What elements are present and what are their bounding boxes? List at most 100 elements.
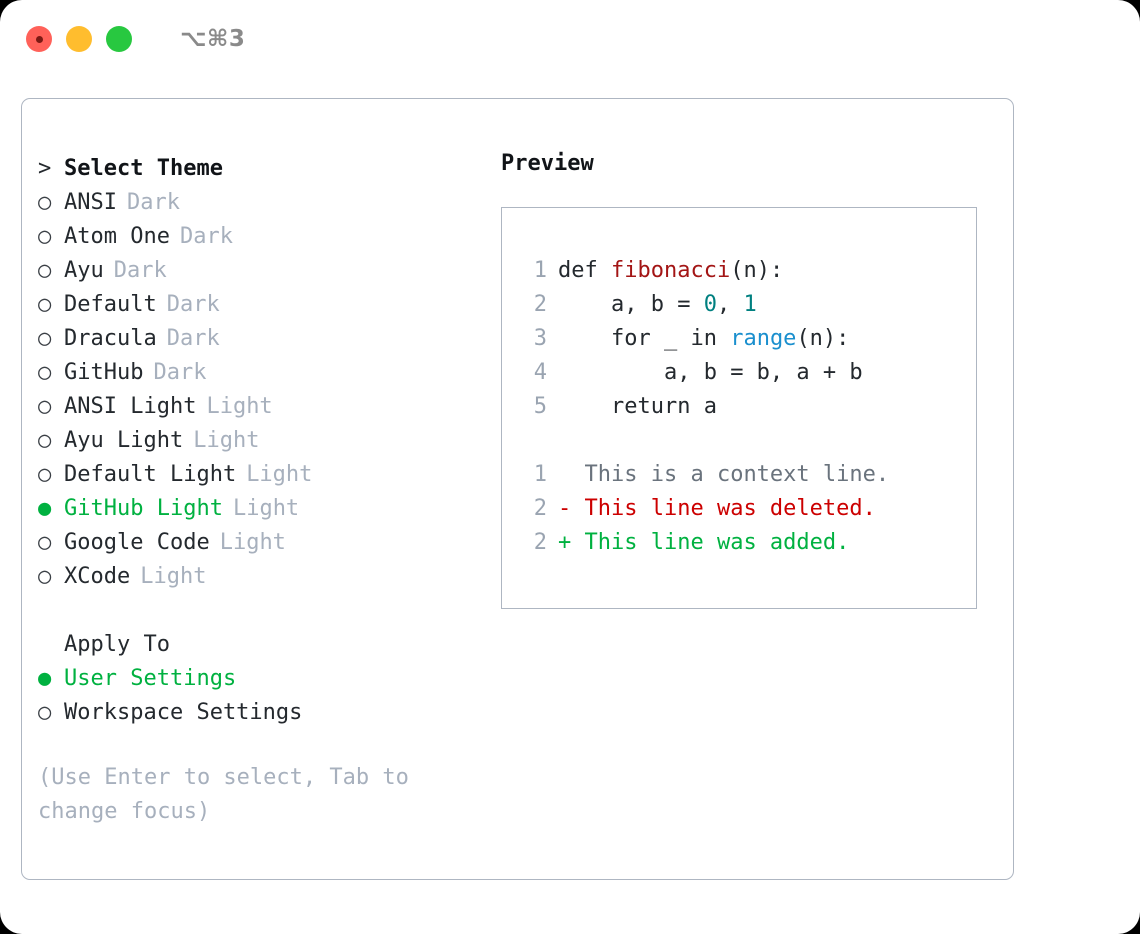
close-button-icon[interactable] <box>26 26 52 52</box>
radio-unselected-icon[interactable]: ○ <box>38 563 52 589</box>
code-token: def <box>558 257 611 283</box>
zoom-button-icon[interactable] <box>106 26 132 52</box>
theme-list-item[interactable]: ○ GitHub Dark <box>38 355 468 389</box>
apply-to-option[interactable]: ● User Settings <box>38 661 468 695</box>
radio-unselected-icon[interactable]: ○ <box>38 223 52 249</box>
theme-list-item[interactable]: ○ Google Code Light <box>38 525 468 559</box>
code-token: (n): <box>730 257 784 283</box>
theme-name-label: Default Light <box>64 461 237 487</box>
radio-unselected-icon[interactable]: ○ <box>38 427 52 453</box>
theme-name-label: GitHub Light <box>64 495 223 521</box>
apply-to-option-label: Workspace Settings <box>64 699 303 725</box>
theme-list-item[interactable]: ○ Atom One Dark <box>38 219 468 253</box>
diff-text: This is a context line. <box>584 461 890 487</box>
code-line: 5 return a <box>502 389 976 423</box>
select-theme-heading: > Select Theme <box>38 151 468 185</box>
radio-unselected-icon[interactable]: ○ <box>38 461 52 487</box>
radio-unselected-icon[interactable]: ○ <box>38 393 52 419</box>
theme-variant-badge: Light <box>206 393 273 419</box>
theme-list-item[interactable]: ○ XCode Light <box>38 559 468 593</box>
theme-variant-badge: Light <box>232 495 300 521</box>
minimize-button-icon[interactable] <box>66 26 92 52</box>
theme-name-label: Ayu <box>64 257 104 283</box>
theme-variant-badge: Light <box>219 529 286 555</box>
code-line: 2 a, b = 0, 1 <box>502 287 976 321</box>
line-number: 2 <box>533 529 547 555</box>
diff-sign: - <box>558 495 585 521</box>
theme-name-label: Google Code <box>64 529 210 555</box>
code-token: for _ in <box>610 325 731 351</box>
radio-unselected-icon[interactable]: ○ <box>38 189 52 215</box>
code-token: 0 <box>703 291 717 317</box>
diff-sample: 1 This is a context line. 2- This line wa… <box>502 457 976 559</box>
code-token: return a <box>610 393 717 419</box>
theme-variant-badge: Light <box>193 427 260 453</box>
radio-unselected-icon[interactable]: ○ <box>38 291 52 317</box>
code-token: 1 <box>743 291 757 317</box>
keyboard-shortcut-label: ⌥⌘3 <box>180 26 246 52</box>
line-number: 1 <box>533 257 547 283</box>
theme-name-label: Atom One <box>64 223 170 249</box>
title-bar: ⌥⌘3 <box>0 0 1140 78</box>
theme-list-item[interactable]: ○ ANSI Light Light <box>38 389 468 423</box>
theme-list-item[interactable]: ○ Default Dark <box>38 287 468 321</box>
theme-name-label: Dracula <box>64 325 157 351</box>
code-indent <box>558 326 611 351</box>
radio-selected-icon[interactable]: ● <box>38 495 52 521</box>
theme-variant-badge: Dark <box>166 291 220 317</box>
code-diff-spacer <box>502 423 976 457</box>
diff-sign: + <box>558 529 585 555</box>
diff-line: 1 This is a context line. <box>502 457 976 491</box>
radio-selected-icon[interactable]: ● <box>38 665 52 691</box>
radio-unselected-icon[interactable]: ○ <box>38 529 52 555</box>
preview-title: Preview <box>501 151 594 176</box>
radio-unselected-icon[interactable]: ○ <box>38 699 52 725</box>
radio-unselected-icon[interactable]: ○ <box>38 257 52 283</box>
line-number: 1 <box>533 461 547 487</box>
code-indent <box>558 292 611 317</box>
diff-sign <box>558 462 585 487</box>
theme-variant-badge: Dark <box>153 359 207 385</box>
code-token: range <box>730 325 797 351</box>
traffic-lights <box>26 26 132 52</box>
code-token: , <box>716 291 744 317</box>
apply-to-heading: Apply To <box>38 627 468 661</box>
code-line: 4 a, b = b, a + b <box>502 355 976 389</box>
apply-to-option-label: User Settings <box>64 665 237 691</box>
theme-name-label: XCode <box>64 563 131 589</box>
code-line: 3 for _ in range(n): <box>502 321 976 355</box>
theme-variant-badge: Light <box>140 563 207 589</box>
apply-to-label: Apply To <box>64 631 170 657</box>
theme-name-label: GitHub <box>64 359 144 385</box>
theme-variant-badge: Dark <box>179 223 233 249</box>
diff-text: This line was added. <box>584 529 850 555</box>
section-spacer <box>38 593 468 627</box>
line-number: 3 <box>533 325 547 351</box>
theme-list-item[interactable]: ○ ANSI Dark <box>38 185 468 219</box>
theme-name-label: ANSI Light <box>64 393 197 419</box>
diff-line: 2 + This line was added. <box>502 525 976 559</box>
line-number: 2 <box>533 291 547 317</box>
theme-variant-badge: Dark <box>126 189 180 215</box>
apply-to-option[interactable]: ○ Workspace Settings <box>38 695 468 729</box>
theme-list-item[interactable]: ● GitHub Light Light <box>38 491 468 525</box>
radio-unselected-icon[interactable]: ○ <box>38 325 52 351</box>
code-token: a, b = <box>610 291 704 317</box>
code-indent <box>558 360 664 385</box>
diff-text: This line was deleted. <box>584 495 876 521</box>
theme-name-label: Default <box>64 291 157 317</box>
theme-name-label: ANSI <box>64 189 117 215</box>
radio-unselected-icon[interactable]: ○ <box>38 359 52 385</box>
code-token: a, b = b, a + b <box>663 359 863 385</box>
